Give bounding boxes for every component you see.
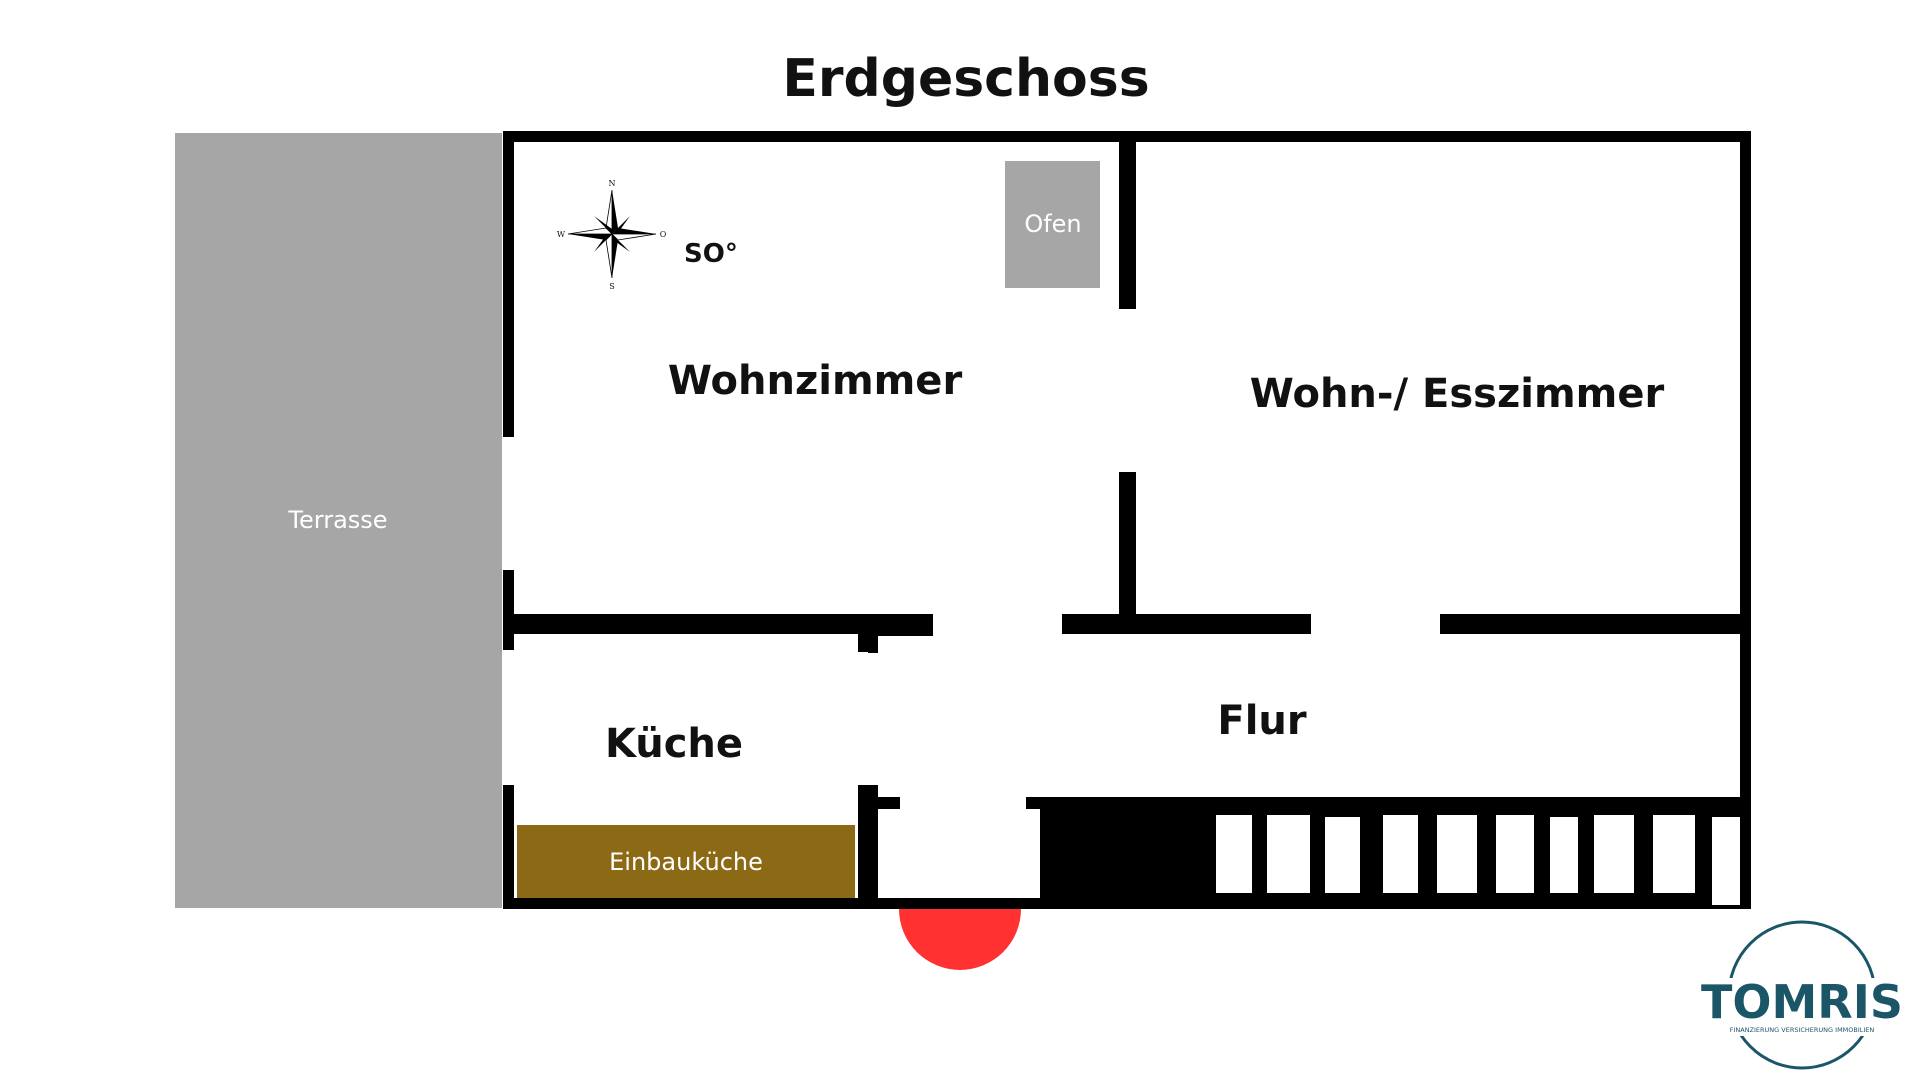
stair-step	[1496, 815, 1534, 893]
orientation-label: SO°	[684, 239, 738, 269]
compass-o: O	[660, 230, 667, 239]
plan-title: Erdgeschoss	[782, 49, 1149, 109]
wall-mid-upper	[1119, 131, 1136, 309]
room-kueche: Küche	[605, 721, 743, 767]
tomris-logo: TOMRIS FINANZIERUNG VERSICHERUNG IMMOBIL…	[1701, 920, 1903, 1070]
stair-step	[1653, 815, 1695, 893]
stair-step	[1325, 817, 1360, 893]
wall-horizontal-2	[1062, 614, 1311, 634]
ofen	[1005, 161, 1100, 288]
stair-step	[1712, 817, 1740, 905]
room-wohn-esszimmer: Wohn-/ Esszimmer	[1250, 371, 1665, 417]
wall-flur-left	[868, 627, 878, 653]
room-wohnzimmer: Wohnzimmer	[668, 358, 963, 404]
einbaukueche	[517, 825, 855, 898]
stair-step	[1383, 815, 1418, 893]
wall-left-1	[503, 131, 514, 437]
wall-entrance-right	[1040, 797, 1054, 908]
wall-left-3	[503, 785, 514, 908]
wall-horizontal-3	[1440, 614, 1751, 634]
stair-step	[1594, 815, 1634, 893]
wall-horizontal-1	[503, 614, 933, 634]
terrasse-area	[175, 133, 502, 908]
compass-w: W	[557, 230, 566, 239]
terrasse-label: Terrasse	[287, 506, 387, 534]
ofen-label: Ofen	[1024, 210, 1081, 238]
room-flur: Flur	[1217, 698, 1307, 744]
stairs	[1216, 815, 1740, 905]
wall-left-2	[503, 570, 514, 650]
stair-step	[1437, 815, 1477, 893]
logo-tagline: FINANZIERUNG VERSICHERUNG IMMOBILIEN	[1730, 1026, 1875, 1034]
stair-step	[1550, 817, 1578, 893]
wall-right-lower	[1740, 628, 1751, 908]
logo-name: TOMRIS	[1701, 975, 1903, 1029]
compass-icon: N S O W	[557, 179, 667, 291]
wall-flur-bottom-left	[868, 797, 900, 809]
wall-mid-lower	[1119, 472, 1136, 622]
wall-flur-top-left	[868, 627, 933, 636]
stair-step	[1216, 815, 1252, 893]
entrance-marker	[899, 909, 1021, 970]
compass-s: S	[609, 282, 614, 291]
wall-flur-left-lower	[868, 785, 878, 908]
einbaukueche-label: Einbauküche	[609, 848, 763, 876]
stair-step	[1267, 815, 1310, 893]
compass-n: N	[609, 179, 616, 188]
wall-kueche-right-upper	[858, 630, 868, 652]
wall-right-upper	[1740, 131, 1751, 629]
wall-kueche-right-lower	[858, 785, 868, 908]
